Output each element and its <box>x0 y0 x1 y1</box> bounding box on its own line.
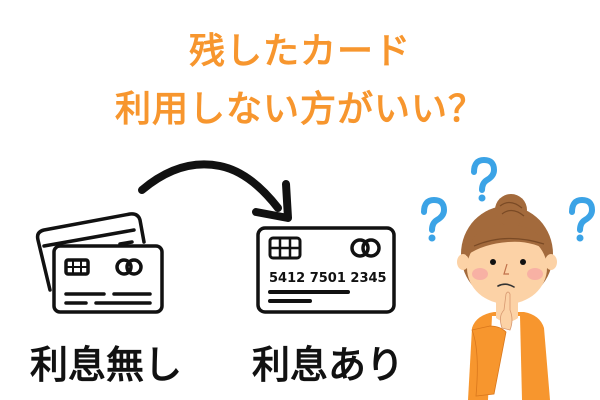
label-with-interest: 利息あり <box>252 343 405 387</box>
question-mark-icon <box>421 156 596 233</box>
credit-card-icon: 5412 7501 2345 <box>256 226 396 314</box>
title-line-1: 残したカード <box>188 31 411 72</box>
title-line-2: 利用しない方がいい？ <box>114 89 485 130</box>
card-number: 5412 7501 2345 <box>269 271 387 286</box>
curved-arrow-right-icon <box>138 160 292 222</box>
credit-cards-stack-icon <box>35 212 164 314</box>
thinking-woman-illustration <box>421 156 596 400</box>
label-no-interest: 利息無し <box>30 343 183 387</box>
